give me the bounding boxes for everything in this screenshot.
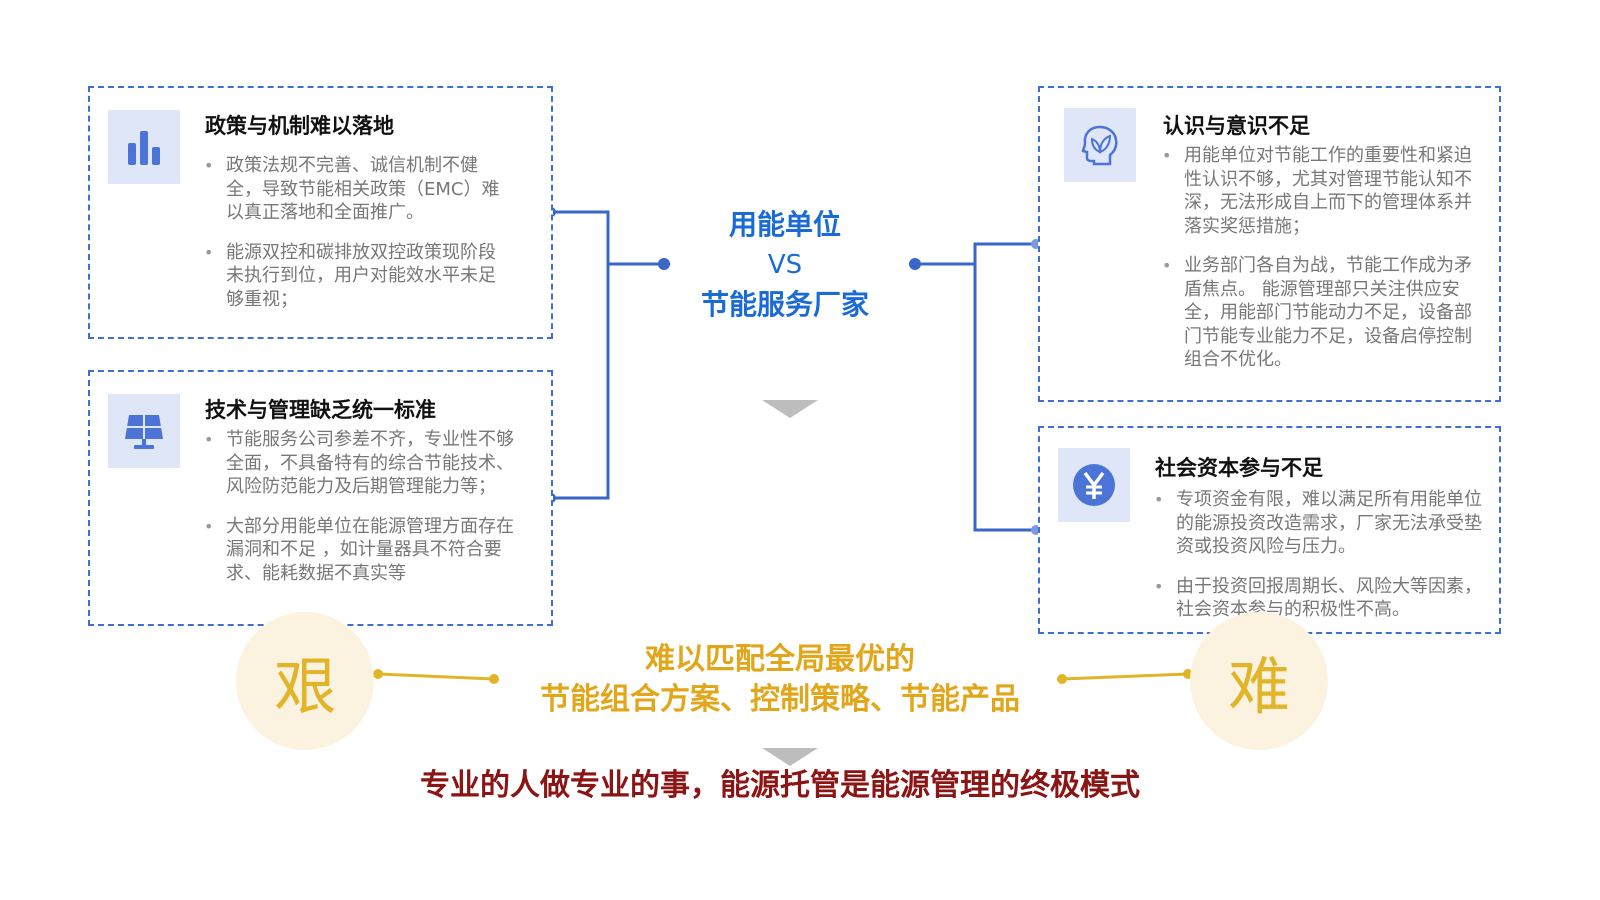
head-leaf-icon — [1081, 125, 1118, 166]
policy-title: 政策与机制难以落地 — [205, 114, 394, 138]
yen-icon — [1073, 464, 1115, 506]
left-difficulty-char: 艰 — [273, 650, 336, 723]
right-connector — [973, 242, 1036, 532]
gold-line-right — [1061, 672, 1189, 681]
right-difficulty-char: 难 — [1227, 650, 1290, 723]
down-arrow-bottom — [762, 748, 818, 766]
list-item: 业务部门各自为战，节能工作成为矛盾焦点。 能源管理部只关注供应安全，用能部门节能… — [1160, 254, 1488, 372]
tech-title: 技术与管理缺乏统一标准 — [205, 398, 436, 422]
tech-icon-tile — [108, 394, 180, 468]
center-line-1: 用能单位 — [728, 208, 841, 241]
list-item: 专项资金有限，难以满足所有用能单位的能源投资改造需求，厂家无法承受垫资或投资风险… — [1152, 488, 1486, 559]
list-item: 能源双控和碳排放双控政策现阶段未执行到位，用户对能效水平未足够重视； — [202, 241, 512, 312]
gold-dot-right-a — [1057, 674, 1067, 684]
awareness-title: 认识与意识不足 — [1163, 114, 1310, 138]
capital-title: 社会资本参与不足 — [1155, 456, 1323, 480]
list-item: 节能服务公司参差不齐，专业性不够全面，不具备特有的综合节能技术、风险防范能力及后… — [202, 428, 524, 499]
right-difficulty-circle: 难 — [1190, 612, 1328, 750]
difficulty-line-1: 难以匹配全局最优的 — [645, 642, 915, 677]
conclusion-text: 专业的人做专业的事，能源托管是能源管理的终极模式 — [420, 768, 1140, 803]
solar-panel-icon — [125, 415, 163, 449]
bar-chart-icon — [128, 131, 160, 165]
capital-box: 社会资本参与不足 专项资金有限，难以满足所有用能单位的能源投资改造需求，厂家无法… — [1038, 426, 1501, 634]
down-arrow-top — [762, 400, 818, 418]
awareness-icon-tile — [1064, 108, 1136, 182]
left-connector — [551, 210, 610, 500]
vs-label: VS — [767, 250, 803, 280]
awareness-bullets: 用能单位对节能工作的重要性和紧迫性认识不够，尤其对管理节能认知不深，无法形成自上… — [1160, 144, 1488, 388]
difficulty-line-2: 节能组合方案、控制策略、节能产品 — [540, 682, 1020, 717]
center-line-3: 节能服务厂家 — [700, 288, 869, 321]
center-title: 用能单位 VS 节能服务厂家 — [640, 205, 930, 325]
capital-icon-tile — [1058, 448, 1130, 522]
policy-box: 政策与机制难以落地 政策法规不完善、诚信机制不健全，导致节能相关政策（EMC）难… — [88, 86, 553, 339]
capital-bullets: 专项资金有限，难以满足所有用能单位的能源投资改造需求，厂家无法承受垫资或投资风险… — [1152, 488, 1486, 638]
left-dot-center — [658, 258, 670, 270]
awareness-box: 认识与意识不足 用能单位对节能工作的重要性和紧迫性认识不够，尤其对管理节能认知不… — [1038, 86, 1501, 402]
tech-box: 技术与管理缺乏统一标准 节能服务公司参差不齐，专业性不够全面，不具备特有的综合节… — [88, 370, 553, 626]
gold-dot-left-a — [373, 669, 383, 679]
list-item: 政策法规不完善、诚信机制不健全，导致节能相关政策（EMC）难以真正落地和全面推广… — [202, 154, 512, 225]
gold-line-left — [377, 672, 495, 681]
list-item: 用能单位对节能工作的重要性和紧迫性认识不够，尤其对管理节能认知不深，无法形成自上… — [1160, 144, 1488, 238]
policy-bullets: 政策法规不完善、诚信机制不健全，导致节能相关政策（EMC）难以真正落地和全面推广… — [202, 154, 512, 327]
list-item: 大部分用能单位在能源管理方面存在漏洞和不足 ，如计量器具不符合要求、能耗数据不真… — [202, 515, 524, 586]
gold-dot-left-b — [489, 674, 499, 684]
right-dot-center — [909, 258, 921, 270]
difficulty-text: 难以匹配全局最优的 节能组合方案、控制策略、节能产品 — [470, 640, 1090, 720]
tech-bullets: 节能服务公司参差不齐，专业性不够全面，不具备特有的综合节能技术、风险防范能力及后… — [202, 428, 524, 601]
left-difficulty-circle: 艰 — [236, 612, 374, 750]
policy-icon-tile — [108, 110, 180, 184]
list-item: 由于投资回报周期长、风险大等因素，社会资本参与的积极性不高。 — [1152, 575, 1486, 622]
